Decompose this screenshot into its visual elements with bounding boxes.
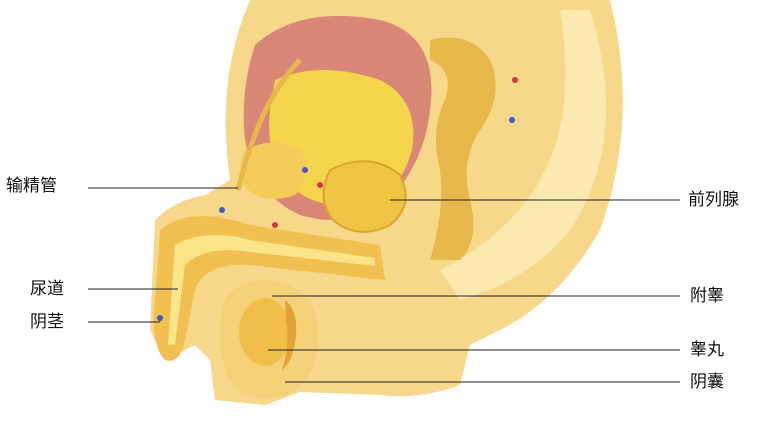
vessel-dot — [512, 77, 518, 83]
label-urethra: 尿道 — [30, 279, 64, 299]
label-epididymis: 附睾 — [690, 286, 724, 306]
vessel-dot — [157, 315, 163, 321]
testis — [239, 298, 291, 366]
prostate — [324, 161, 406, 232]
vessel-dot — [302, 167, 308, 173]
label-scrotum: 阴囊 — [690, 372, 724, 392]
vessel-dot — [272, 222, 278, 228]
label-penis: 阴茎 — [30, 312, 64, 332]
label-prostate: 前列腺 — [688, 190, 739, 210]
vessel-dot — [509, 117, 515, 123]
vessel-dot — [317, 182, 323, 188]
label-vas-deferens: 输精管 — [6, 176, 57, 196]
label-testis: 睾丸 — [690, 340, 724, 360]
vessel-dot — [219, 207, 225, 213]
